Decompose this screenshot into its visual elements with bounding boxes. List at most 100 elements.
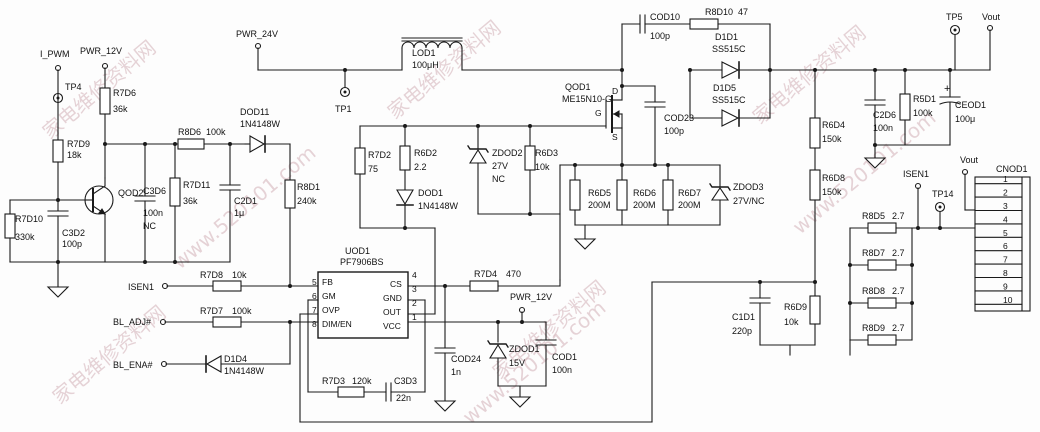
r8d5-value: 2.7 bbox=[892, 211, 905, 221]
qod1-pin-s: S bbox=[612, 132, 618, 142]
net-label-isen1-left: ISEN1 bbox=[128, 282, 154, 292]
ic-pin-7-name: OVP bbox=[322, 305, 340, 315]
c3d2-value: 100p bbox=[62, 239, 82, 249]
c2d1-ref: C2D1 bbox=[234, 196, 257, 206]
lod1-value: 100μH bbox=[412, 60, 439, 70]
connector-pin-number: 2 bbox=[1003, 188, 1008, 198]
zdod2-value: 27V bbox=[492, 161, 508, 171]
resistor-r7d11: R7D11 36k bbox=[169, 177, 210, 207]
r6d8-value: 150k bbox=[822, 187, 842, 197]
cod24-value: 1n bbox=[451, 367, 461, 377]
r8d5-ref: R8D5 bbox=[862, 211, 885, 221]
net-label-bl-adj: BL_ADJ# bbox=[113, 317, 151, 327]
connector-pin-number: 1 bbox=[1003, 174, 1008, 184]
connector-pin-number: 4 bbox=[1003, 214, 1008, 224]
net-label-pwr24: PWR_24V bbox=[236, 29, 278, 39]
tp14-label: TP14 bbox=[932, 189, 954, 199]
r6d6-ref: R6D6 bbox=[633, 188, 656, 198]
r6d9-value: 10k bbox=[784, 317, 799, 327]
d1d4-ref: D1D4 bbox=[224, 354, 247, 364]
ic-uod1: UOD1 PF7906BS 5 FB 6 GM 7 OVP 8 DIM/EN 4… bbox=[312, 246, 417, 339]
resistor-r6d6: R6D6 200M bbox=[616, 179, 656, 211]
zener-zdod3: ZDOD3 27V/NC bbox=[709, 182, 765, 206]
r8d6-value: 100k bbox=[206, 127, 226, 137]
c2d6-value: 100n bbox=[873, 123, 893, 133]
zdod1-value: 15V bbox=[509, 358, 525, 368]
net-label-pwr12-left: PWR_12V bbox=[80, 46, 122, 56]
r8d1-value: 240k bbox=[297, 196, 317, 206]
resistor-r7d10: R7D10 330k bbox=[4, 213, 43, 242]
tp4-label: TP4 bbox=[65, 82, 82, 92]
capacitor-cod24: COD24 1n bbox=[434, 347, 481, 377]
diode-d1d1: D1D1 SS515C bbox=[712, 32, 746, 79]
connector-pin-number: 9 bbox=[1003, 281, 1008, 291]
cod24-ref: COD24 bbox=[451, 354, 481, 364]
r6d3-ref: R6D3 bbox=[535, 148, 558, 158]
diode-dod1: DOD1 1N4148W bbox=[396, 188, 459, 211]
r6d5-value: 200M bbox=[588, 200, 611, 210]
r5d1-value: 100k bbox=[913, 108, 933, 118]
r8d9-value: 2.7 bbox=[892, 323, 905, 333]
r8d8-value: 2.7 bbox=[892, 286, 905, 296]
connector-pin-number: 10 bbox=[1003, 295, 1013, 305]
cod23-ref: COD23 bbox=[664, 113, 694, 123]
c2d6-ref: C2D6 bbox=[873, 110, 896, 120]
ic-pin-4-num: 4 bbox=[412, 270, 417, 280]
cod1-ref: COD1 bbox=[552, 352, 577, 362]
resistor-r8d10: R8D10 47 bbox=[689, 7, 748, 30]
r8d8-ref: R8D8 bbox=[862, 286, 885, 296]
capacitor-cod23: COD23 100p bbox=[644, 85, 694, 136]
dod1-ref: DOD1 bbox=[418, 188, 443, 198]
qod1-pin-d: D bbox=[612, 86, 618, 96]
r7d6-ref: R7D6 bbox=[113, 88, 136, 98]
svg-text:+: + bbox=[944, 83, 950, 95]
zdod3-ref: ZDOD3 bbox=[733, 182, 764, 192]
net-label-vout-conn: Vout bbox=[960, 155, 979, 165]
ic-pin-3-num: 3 bbox=[412, 284, 417, 294]
r8d6-ref: R8D6 bbox=[178, 127, 201, 137]
ic-pin-1-name: VCC bbox=[383, 321, 401, 331]
uod1-ref: UOD1 bbox=[345, 246, 370, 256]
capacitor-c2d6: C2D6 100n bbox=[864, 99, 896, 133]
r6d2-ref: R6D2 bbox=[414, 148, 437, 158]
ic-pin-2-num: 2 bbox=[412, 298, 417, 308]
r7d4-ref: R7D4 bbox=[474, 269, 497, 279]
dod11-value: 1N4148W bbox=[240, 119, 281, 129]
resistor-r8d8: R8D8 2.7 bbox=[862, 286, 905, 309]
cod23-value: 100p bbox=[664, 126, 684, 136]
ic-pin-1-num: 1 bbox=[412, 312, 417, 322]
connector-pin-number: 8 bbox=[1003, 268, 1008, 278]
r7d4-value: 470 bbox=[506, 269, 521, 279]
tp1-label: TP1 bbox=[335, 104, 352, 114]
qod1-value: ME15N10-G bbox=[562, 94, 612, 104]
resistor-r8d7: R8D7 2.7 bbox=[862, 248, 905, 271]
r7d8-ref: R7D8 bbox=[200, 270, 223, 280]
ground-symbol bbox=[433, 400, 457, 412]
r7d10-ref: R7D10 bbox=[15, 214, 43, 224]
r7d2-ref: R7D2 bbox=[368, 150, 391, 160]
r6d4-value: 150k bbox=[822, 134, 842, 144]
r7d9-value: 18k bbox=[67, 150, 82, 160]
d1d1-value: SS515C bbox=[712, 44, 746, 54]
diode-dod11: DOD11 1N4148W bbox=[240, 107, 281, 153]
ic-pin-2-name: OUT bbox=[383, 307, 401, 317]
tp5-label: TP5 bbox=[946, 12, 963, 22]
r7d3-value: 120k bbox=[352, 376, 372, 386]
r8d10-ref: R8D10 bbox=[705, 7, 733, 17]
resistor-r8d5: R8D5 2.7 bbox=[862, 211, 905, 234]
cod10-value: 100p bbox=[650, 31, 670, 41]
r8d9-ref: R8D9 bbox=[862, 323, 885, 333]
dod1-value: 1N4148W bbox=[418, 201, 459, 211]
zener-zdod2: ZDOD2 27V NC bbox=[467, 145, 523, 184]
net-label-pwr12-mid: PWR_12V bbox=[510, 292, 552, 302]
r8d7-value: 2.7 bbox=[892, 248, 905, 258]
ic-pin-7-num: 7 bbox=[312, 305, 317, 315]
c2d1-value: 1μ bbox=[234, 208, 244, 218]
zdod2-nc: NC bbox=[492, 174, 505, 184]
r7d10-value: 330k bbox=[15, 232, 35, 242]
capacitor-ceod1: + CEOD1 100μ bbox=[939, 83, 986, 124]
cod1-value: 100n bbox=[552, 365, 572, 375]
resistor-r7d7: R7D7 100k bbox=[200, 306, 252, 328]
inductor-lod1: LOD1 100μH bbox=[401, 37, 463, 70]
